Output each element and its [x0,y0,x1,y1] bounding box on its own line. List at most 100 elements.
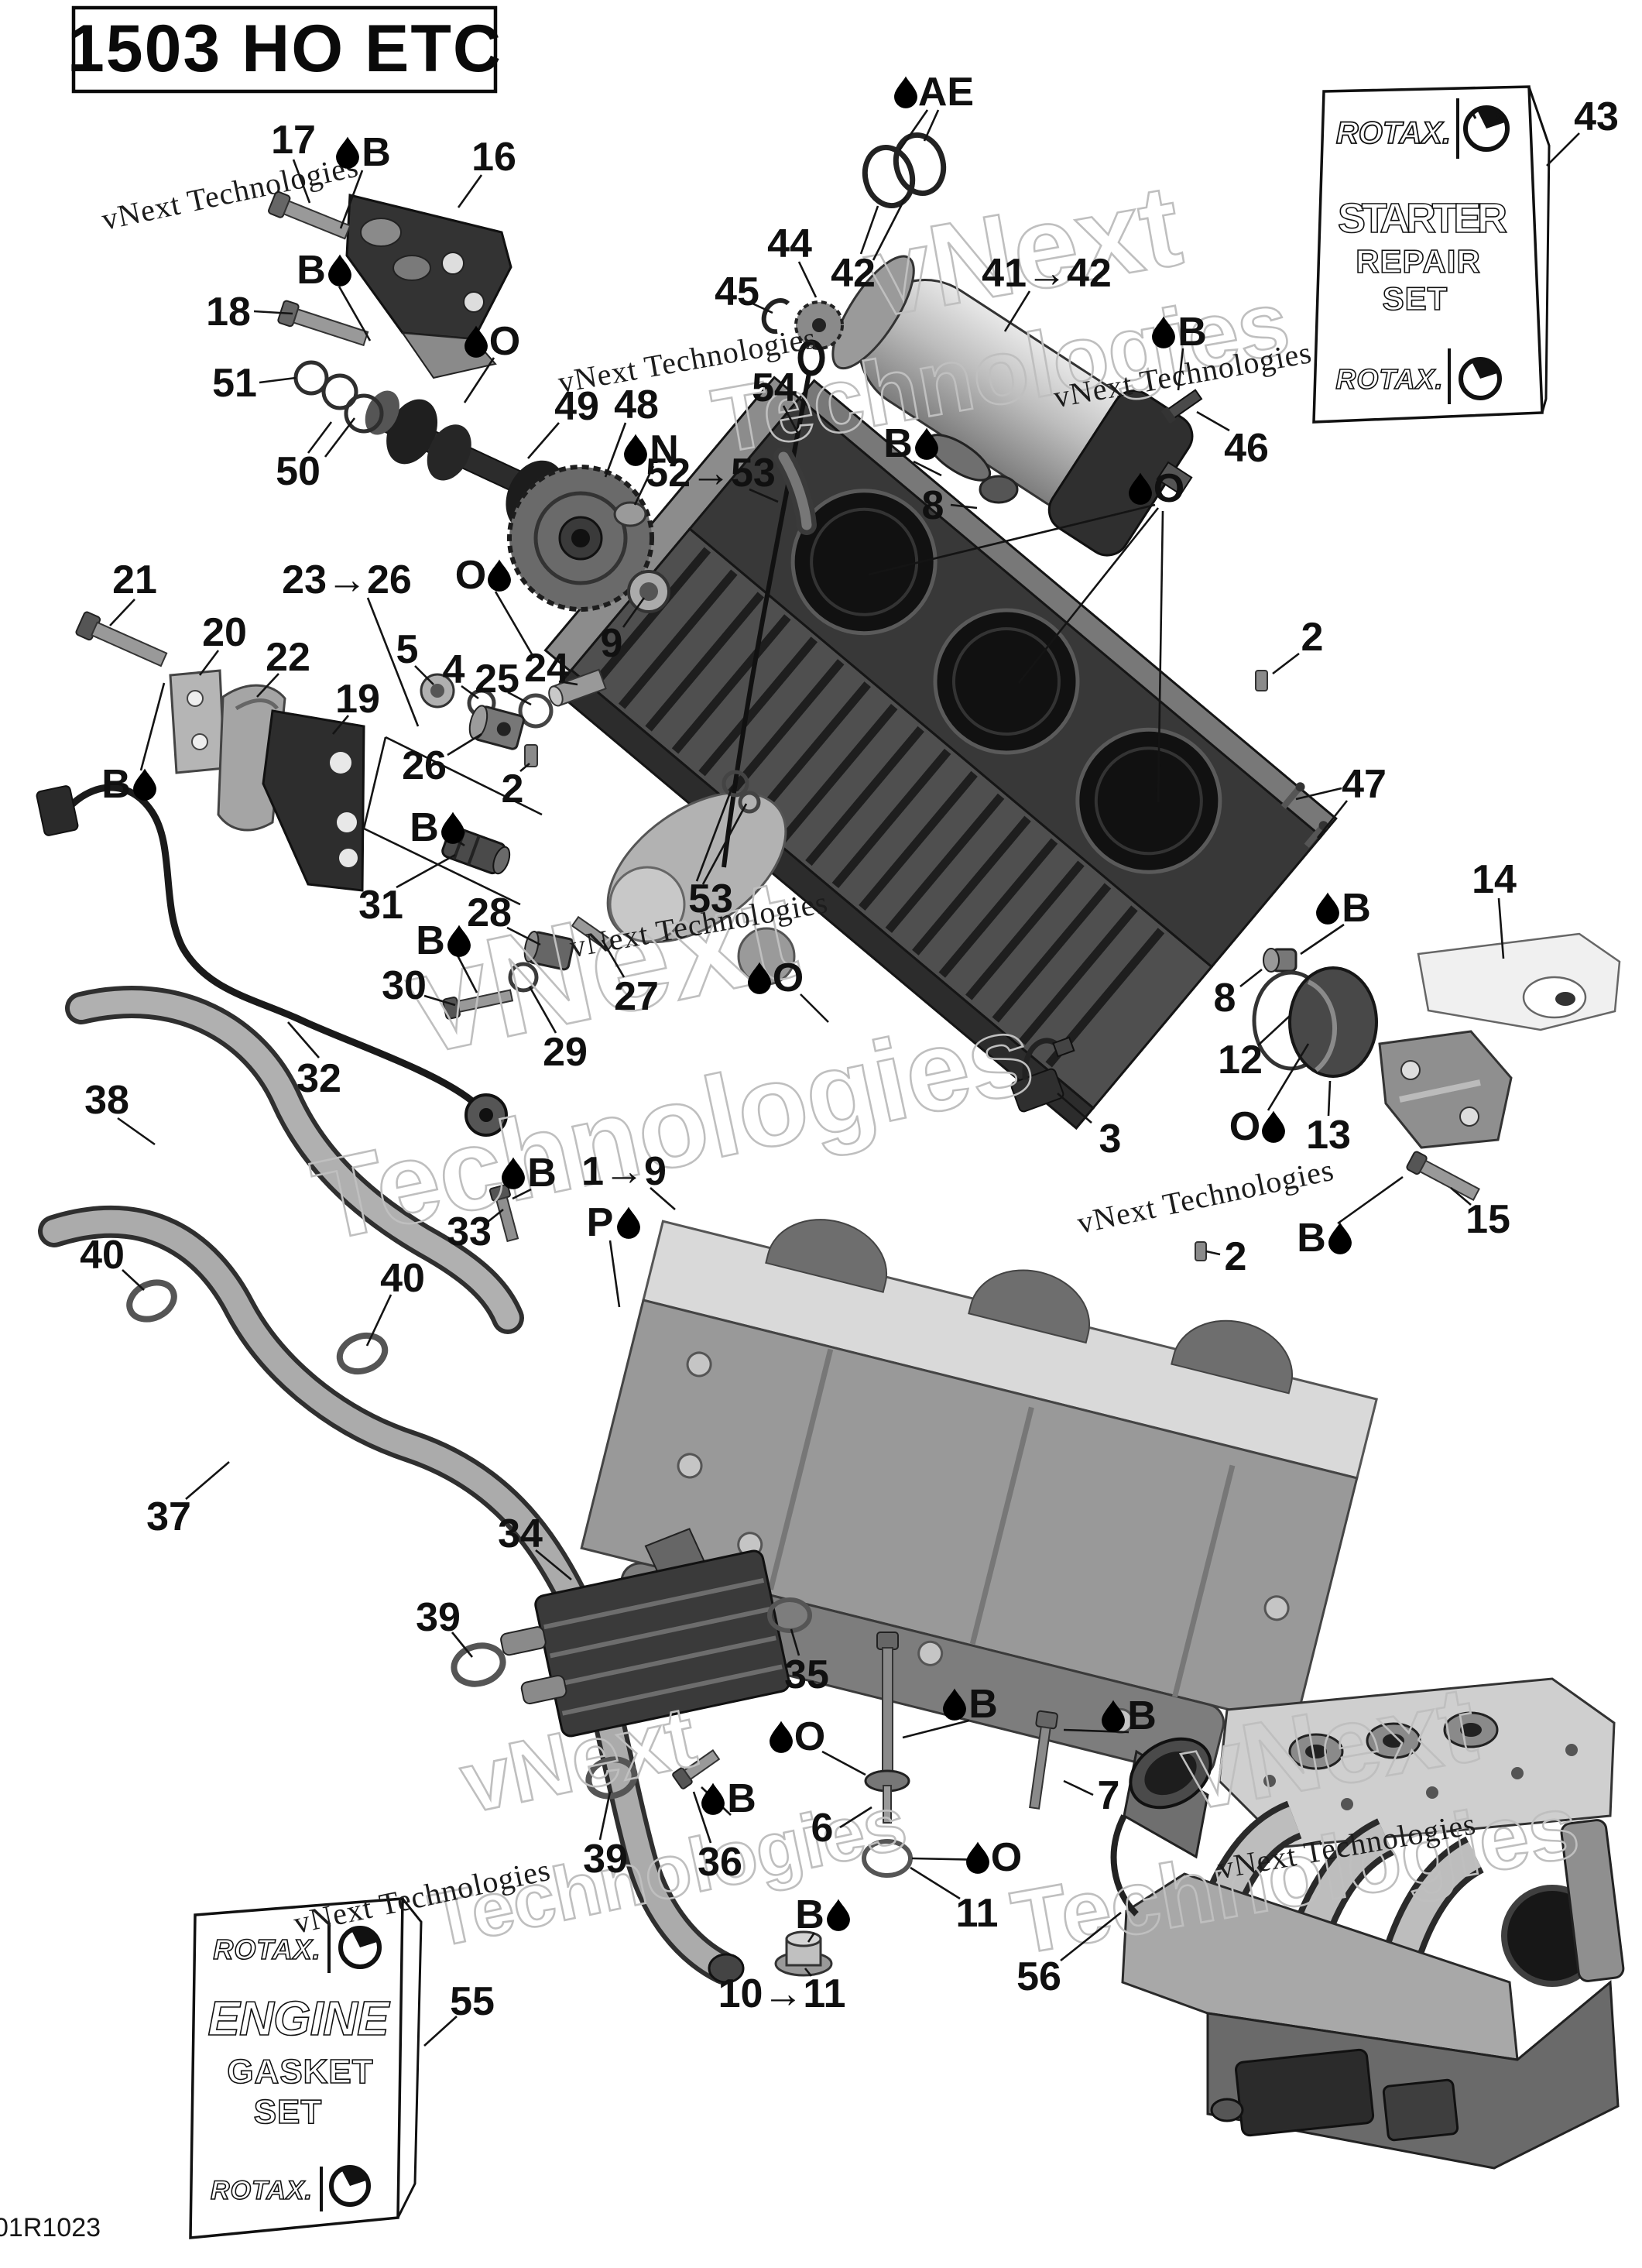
callout-39: 39 [583,1837,628,1882]
callout-1→9: 1→9 [581,1149,667,1194]
leader-line-N [633,465,655,506]
gasket-box-brand-top: ROTAX. [213,1933,321,1965]
oil-drop-icon [1129,472,1152,505]
leader-line-13 [1327,1080,1332,1117]
callout-23→26: 23→26 [282,558,412,602]
leader-line-21 [109,599,135,626]
leader-line-8 [950,503,978,510]
callout-label: B [416,918,445,963]
leader-line-15 [1450,1187,1472,1206]
engine-gasket-set-box: ROTAX. ENGINE GASKET SET ROTAX. [189,1897,423,2239]
leader-line-42 [872,196,907,261]
oil-drop-icon [1316,892,1339,925]
callout-33: 33 [447,1209,492,1254]
callout-B: B [101,762,156,807]
callout-label: 38 [84,1078,129,1123]
callout-O: O [464,319,520,364]
callout-label: 45 [715,269,759,314]
leader-line-40 [122,1269,145,1291]
callout-28: 28 [467,890,512,935]
callout-label: 56 [1016,1954,1061,1999]
callout-label: 2 [1301,615,1324,660]
callout-label: P [587,1200,614,1245]
callout-label: 27 [614,974,659,1019]
callout-label: 48 [614,383,659,427]
engine-mount-bracket-16 [345,194,512,379]
callout-label: 34 [498,1511,543,1556]
snap-ring [761,298,790,335]
callout-label: 54 [752,365,797,410]
callout-44: 44 [767,221,812,266]
callout-25: 25 [475,657,519,702]
callout-label: 10→11 [718,1971,846,2016]
callout-label: B [1342,886,1371,931]
callout-label: B [1127,1693,1157,1738]
callout-31: 31 [358,883,403,928]
leader-line-O [494,591,536,659]
callout-label: 40 [380,1256,425,1301]
callout-label: 46 [1224,426,1269,471]
callout-30: 30 [382,963,427,1008]
oil-line-connector [36,785,79,836]
callout-O: O [455,553,511,598]
callout-label: 33 [447,1209,492,1254]
callout-label: 6 [811,1806,834,1851]
callout-21: 21 [112,558,157,602]
leader-line-24 [558,680,578,686]
callout-8: 8 [922,483,944,528]
callout-label: 50 [276,449,321,494]
callout-N: N [624,427,679,472]
leader-line-28 [506,926,541,946]
starter-box-line2: REPAIR [1356,243,1481,280]
oil-drop-icon [1262,1110,1285,1143]
callout-42: 42 [831,251,876,296]
callout-O: O [1129,466,1184,511]
leader-line-18 [253,310,293,315]
oil-drop-icon [827,1899,850,1931]
callout-B: B [1152,310,1207,355]
bolt-36 [672,1749,721,1789]
leader-line-4 [461,685,479,700]
leader-line-33 [487,1208,504,1223]
plug-8-left [979,475,1019,504]
leader-line-O [463,357,495,403]
callout-B: B [701,1776,756,1821]
leader-line-5 [414,665,434,685]
callout-18: 18 [206,290,251,335]
cooling-fins [591,547,1165,1068]
oil-drop-icon [133,768,156,801]
leader-line-AE [923,109,940,142]
callout-label: 5 [396,627,419,672]
mount-plate-14 [1417,932,1621,1031]
oil-drop-icon [624,434,647,466]
callout-label: 20 [202,610,247,655]
leader-line-O [1267,1043,1310,1111]
callout-B: B [883,421,938,466]
oil-drop-icon [943,1688,966,1721]
leader-line-43 [1546,132,1580,166]
leader-line-16 [457,174,483,208]
tube-o-ring [722,770,749,798]
dowel-pin-2 [524,744,538,767]
callout-label: 3 [1099,1117,1122,1161]
callout-B: B [1297,1216,1352,1261]
leader-line-2 [1272,652,1300,675]
oil-drop-icon [328,254,351,287]
callout-43: 43 [1574,94,1619,139]
callout-label: 12 [1218,1038,1263,1083]
leader-line-B [1063,1728,1130,1734]
leader-line-51 [259,376,297,384]
leader-line-O [868,503,1156,576]
callout-label: O [1229,1104,1260,1149]
callout-B: B [1316,886,1371,931]
leader-line-39 [598,1791,612,1841]
bolt-30 [442,989,514,1020]
sheet-code: 01R1023 [0,2213,101,2242]
hose-clamp-40 [336,1332,389,1375]
oil-drop-icon [748,962,771,994]
oil-line-32 [63,784,475,1104]
callout-2: 2 [1301,615,1324,660]
callout-8: 8 [1214,976,1236,1021]
callout-label: O [991,1835,1022,1880]
o-ring-11 [862,1839,913,1878]
